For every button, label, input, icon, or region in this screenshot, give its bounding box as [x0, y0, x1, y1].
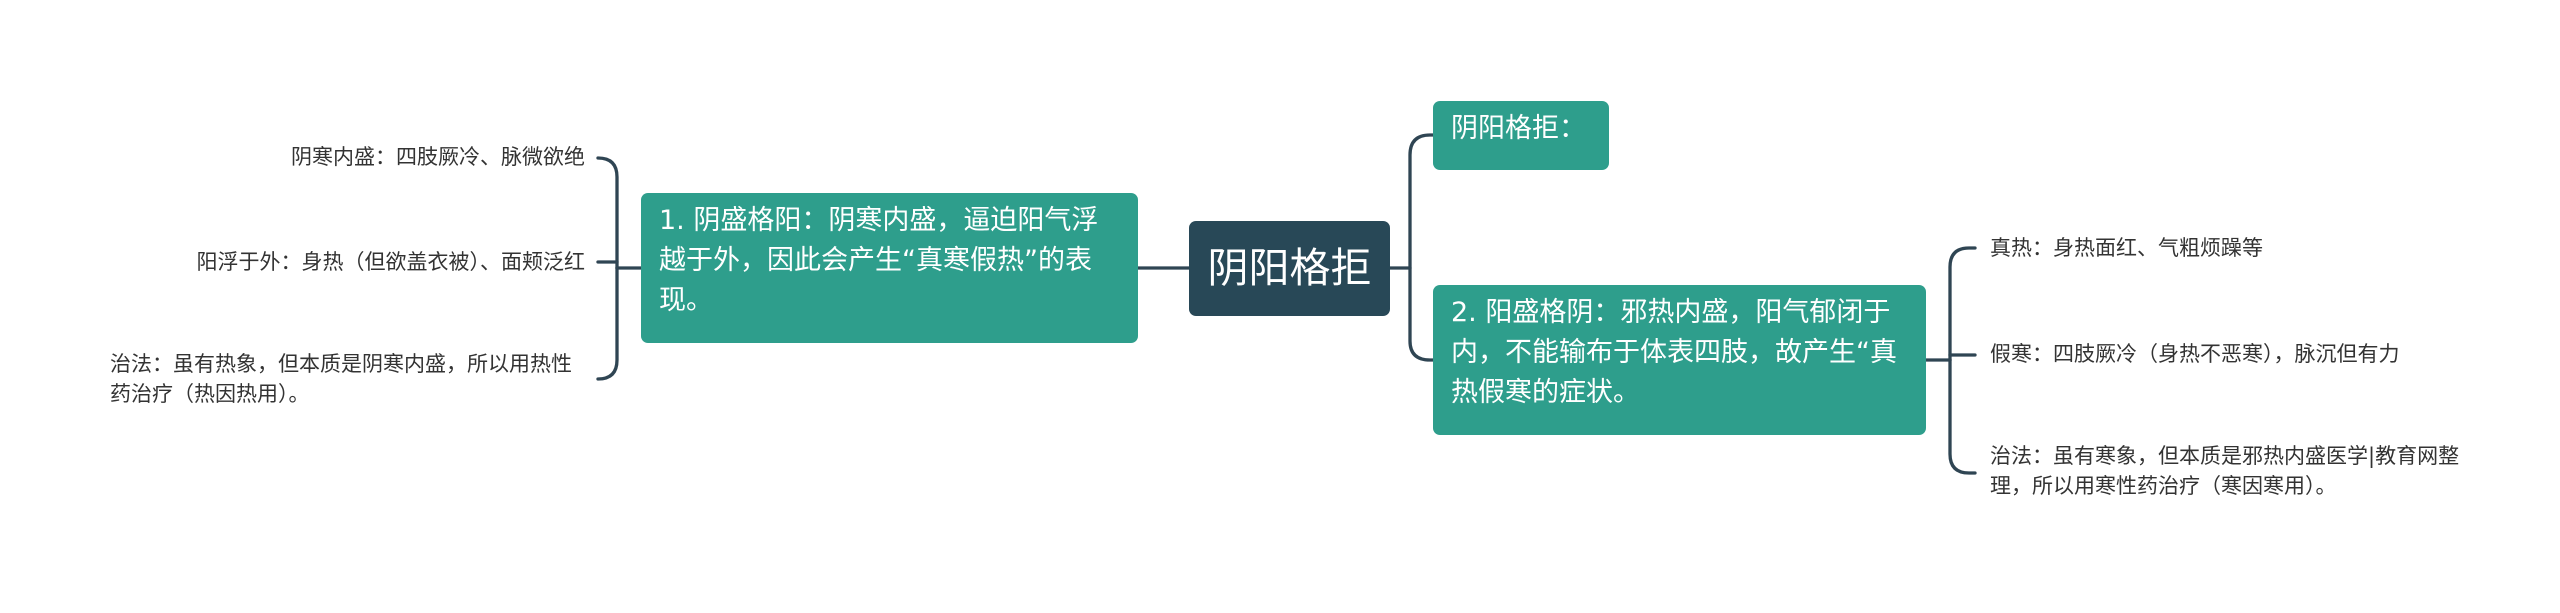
- root-label: 阴阳格拒: [1207, 244, 1372, 292]
- connector-right-leaf-3: [1948, 358, 1977, 475]
- connector-left-leaf-1: [596, 156, 619, 270]
- root-node[interactable]: 阴阳格拒: [1189, 221, 1390, 316]
- connector-left-leaf-3: [596, 266, 619, 381]
- leaf-false-cold[interactable]: 假寒：四肢厥冷（身热不恶寒），脉沉但有力: [1990, 342, 2400, 366]
- leaf-right-treatment[interactable]: 治法：虽有寒象，但本质是邪热内盛医学|教育网整理，所以用寒性药治疗（寒因寒用）。: [1990, 444, 2460, 498]
- connector-root-right-top: [1388, 133, 1435, 270]
- leaf-true-heat[interactable]: 真热：身热面红、气粗烦躁等: [1990, 236, 2263, 260]
- connector-right-leaf-1: [1948, 246, 1977, 362]
- leaf-yin-cold[interactable]: 阴寒内盛：四肢厥冷、脉微欲绝: [291, 145, 585, 169]
- connector-root-right-bottom: [1408, 266, 1435, 362]
- branch-yang-excess[interactable]: 2. 阳盛格阴：邪热内盛，阳气郁闭于内，不能输布于体表四肢，故产生“真热假寒的症…: [1433, 285, 1926, 435]
- leaf-yang-floating[interactable]: 阳浮于外：身热（但欲盖衣被）、面颊泛红: [196, 250, 586, 274]
- branch-yin-excess[interactable]: 1. 阴盛格阳：阴寒内盛，逼迫阳气浮越于外，因此会产生“真寒假热”的表现。: [641, 193, 1138, 343]
- branch-yinyang-rejection[interactable]: 阴阳格拒：: [1433, 101, 1609, 170]
- leaf-left-treatment[interactable]: 治法：虽有热象，但本质是阴寒内盛，所以用热性药治疗（热因热用）。: [110, 352, 572, 406]
